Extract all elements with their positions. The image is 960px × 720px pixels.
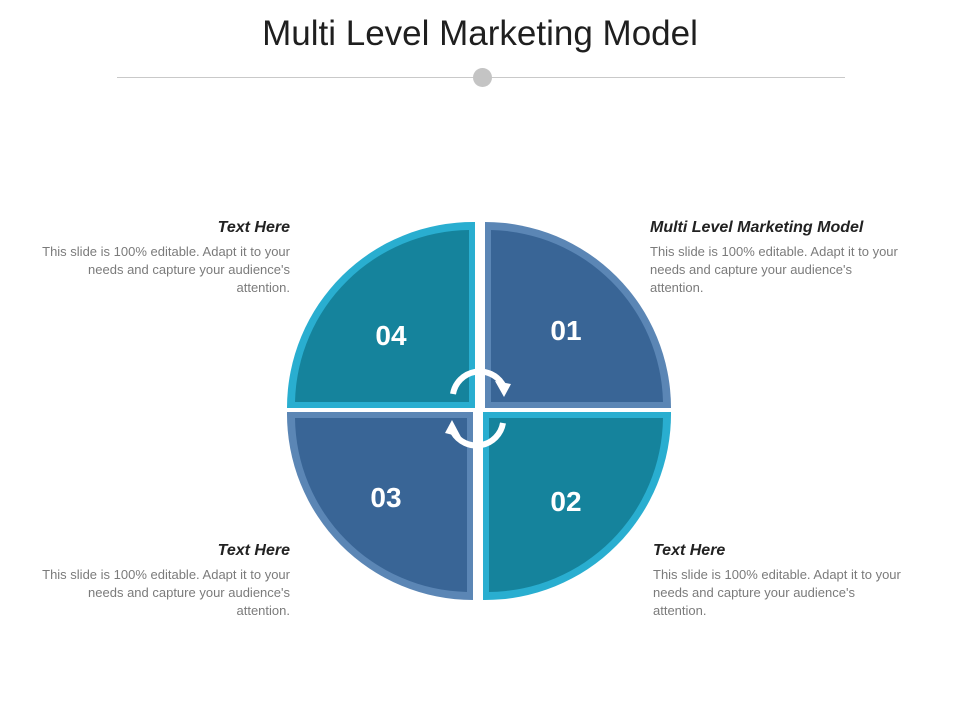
segment-02-fill — [489, 418, 663, 592]
divider-dot — [473, 68, 492, 87]
segment-01-fill — [491, 230, 663, 402]
block-body: This slide is 100% editable. Adapt it to… — [650, 244, 898, 295]
segment-04: 04 — [287, 221, 475, 408]
text-block-top-left: Text Here This slide is 100% editable. A… — [40, 218, 290, 297]
segment-02-number: 02 — [550, 486, 581, 517]
segment-03-fill — [295, 418, 467, 592]
text-block-top-right: Multi Level Marketing Model This slide i… — [650, 218, 900, 297]
segment-02: 02 — [483, 412, 672, 601]
block-title: Text Here — [217, 219, 290, 236]
slide-title: Multi Level Marketing Model — [262, 14, 698, 53]
segment-03: 03 — [286, 412, 473, 600]
segment-01: 01 — [485, 222, 671, 408]
block-body: This slide is 100% editable. Adapt it to… — [42, 567, 290, 618]
cycle-arrows-icon — [445, 368, 511, 449]
segment-03-number: 03 — [370, 482, 401, 513]
segment-04-fill — [295, 230, 469, 402]
block-title: Text Here — [653, 542, 726, 559]
block-body: This slide is 100% editable. Adapt it to… — [42, 244, 290, 295]
block-body: This slide is 100% editable. Adapt it to… — [653, 567, 901, 618]
block-title: Multi Level Marketing Model — [650, 219, 864, 236]
block-title: Text Here — [217, 542, 290, 559]
text-block-bottom-right: Text Here This slide is 100% editable. A… — [653, 541, 903, 620]
segment-01-number: 01 — [550, 315, 581, 346]
text-block-bottom-left: Text Here This slide is 100% editable. A… — [40, 541, 290, 620]
segment-04-number: 04 — [375, 320, 407, 351]
